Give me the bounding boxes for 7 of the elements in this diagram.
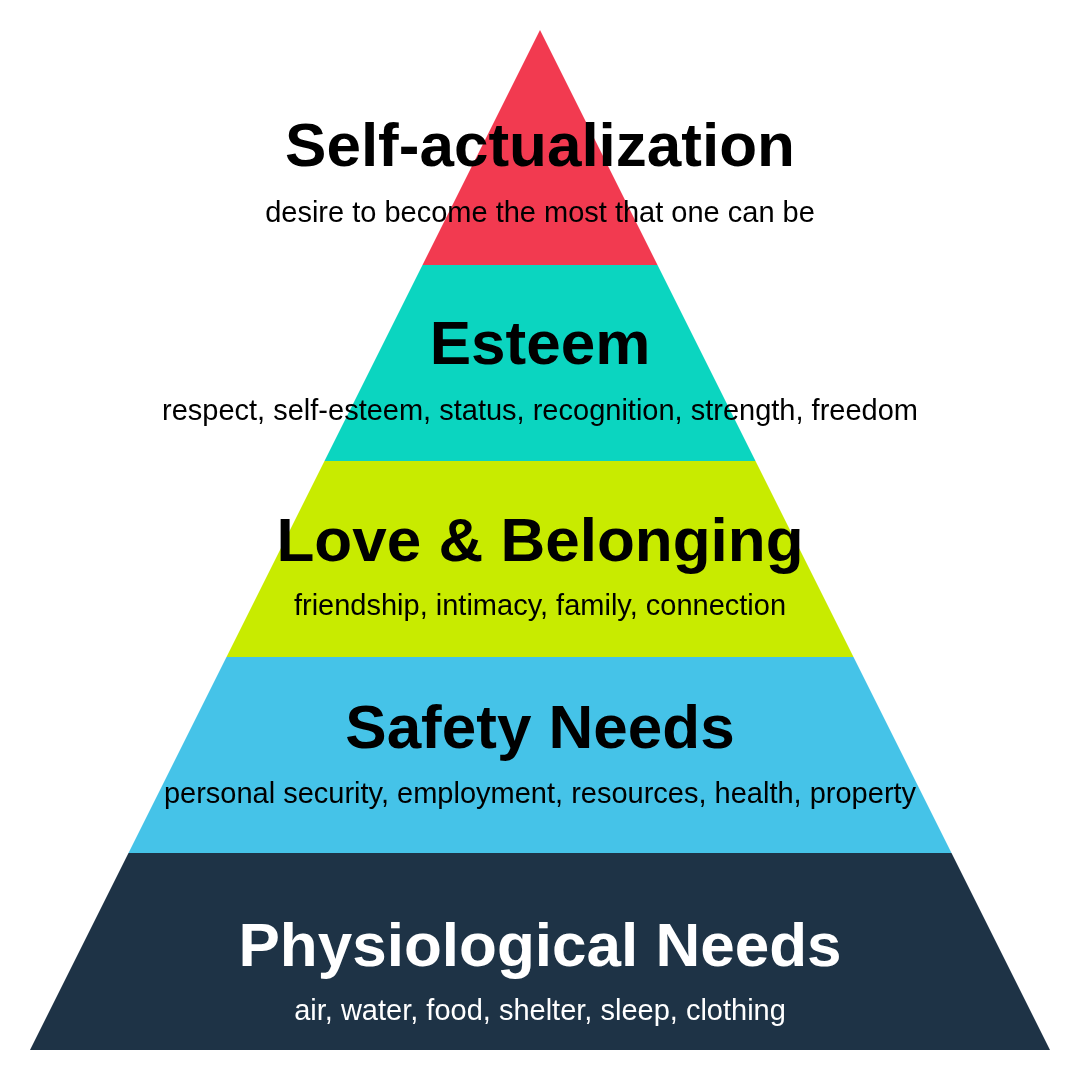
tier-heading: Safety Needs (344, 692, 736, 762)
tier-description: personal security, employment, resources, health, property (162, 776, 918, 811)
tier-description: friendship, intimacy, family, connection (292, 588, 788, 623)
tier-description: air, water, food, shelter, sleep, clothing (293, 993, 787, 1028)
tier-heading: Love & Belonging (275, 505, 805, 575)
tier-heading: Physiological Needs (237, 910, 843, 980)
tier-heading: Esteem (428, 308, 652, 378)
